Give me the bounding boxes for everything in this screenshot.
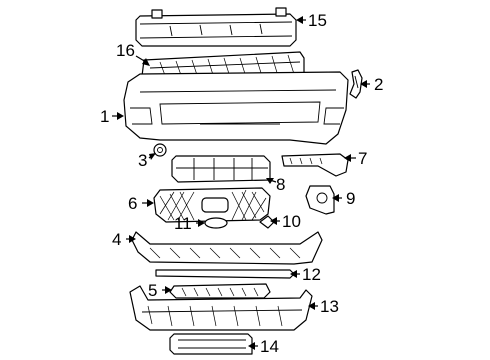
callout-4[interactable]: 4: [112, 230, 121, 249]
callout-labels: 15 16 2 1 3 7 8 9 6 11 10 4 12 5 13 14: [100, 11, 383, 356]
part-4-lower-valance[interactable]: [131, 231, 323, 265]
part-2-bracket[interactable]: [349, 69, 363, 99]
part-13-lower-fascia[interactable]: [129, 285, 313, 331]
part-11-emblem[interactable]: [204, 217, 228, 229]
callout-2[interactable]: 2: [374, 75, 383, 94]
callout-9[interactable]: 9: [346, 189, 355, 208]
callout-leaders: [112, 16, 370, 350]
callout-13[interactable]: 13: [320, 297, 339, 316]
callout-3[interactable]: 3: [138, 151, 147, 170]
part-8-upper-grille[interactable]: [171, 155, 271, 183]
part-12-trim-strip[interactable]: [155, 269, 295, 279]
part-3-plug[interactable]: [153, 143, 167, 157]
callout-16[interactable]: 16: [116, 41, 135, 60]
part-15-reinforcement-beam[interactable]: [135, 7, 297, 47]
callout-5[interactable]: 5: [148, 281, 157, 300]
callout-10[interactable]: 10: [282, 212, 301, 231]
callout-8[interactable]: 8: [276, 175, 285, 194]
callout-14[interactable]: 14: [260, 337, 279, 356]
part-5-skid-insert[interactable]: [169, 283, 271, 299]
callout-1[interactable]: 1: [100, 107, 109, 126]
callout-11[interactable]: 11: [174, 214, 192, 233]
callout-6[interactable]: 6: [128, 194, 137, 213]
part-6-lower-grille[interactable]: [153, 187, 271, 223]
part-7-trim-strip[interactable]: [281, 153, 349, 177]
part-9-bracket[interactable]: [305, 185, 335, 215]
callout-12[interactable]: 12: [302, 265, 321, 284]
callout-15[interactable]: 15: [308, 11, 327, 30]
part-14-plate-bracket[interactable]: [169, 333, 253, 355]
callout-7[interactable]: 7: [358, 149, 367, 168]
part-1-bumper-cover[interactable]: [123, 71, 349, 145]
